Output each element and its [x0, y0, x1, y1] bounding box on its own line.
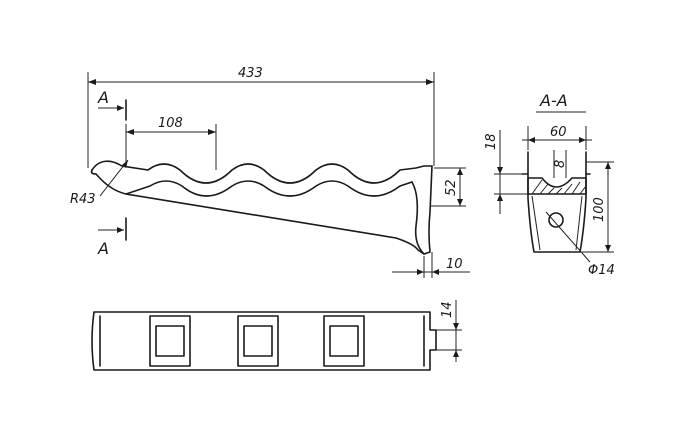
dim-end-height: 52	[430, 167, 466, 207]
dim-433-label: 433	[238, 66, 263, 81]
bracket-saddle-inner	[95, 173, 413, 197]
dim-end-offset: 10	[392, 252, 470, 278]
section-outline	[527, 151, 587, 253]
dim-60-label: 60	[550, 125, 567, 140]
dim-10-label: 10	[446, 257, 463, 272]
dim-100-label: 100	[592, 197, 607, 222]
plan-pocket-2	[237, 315, 279, 367]
dim-tab-width: 14	[436, 300, 462, 362]
bracket-end-foot	[411, 165, 433, 255]
section-view: Φ14	[521, 151, 615, 278]
plan-pocket-1	[149, 315, 191, 367]
plan-pocket-3	[323, 315, 365, 367]
section-cut-marks: A A	[97, 88, 127, 258]
cut-label-top: A	[97, 88, 109, 107]
dim-8-label: 8	[553, 160, 568, 168]
dim-phi14-label: Φ14	[588, 263, 615, 278]
section-hole	[548, 212, 564, 228]
dim-wall: 8	[553, 150, 568, 178]
plan-view	[91, 311, 437, 371]
dim-r43-label: R43	[70, 192, 96, 207]
dim-108-label: 108	[158, 116, 183, 131]
front-view	[90, 160, 433, 255]
section-hatching	[531, 179, 587, 195]
dim-18-label: 18	[484, 133, 499, 150]
dim-flange: 18	[484, 130, 528, 214]
dim-radius: R43	[70, 159, 129, 207]
plan-outline	[91, 311, 437, 371]
bracket-saddle-profile	[91, 160, 433, 184]
bracket-underside	[125, 193, 425, 255]
dim-pitch: 108	[125, 116, 217, 170]
dim-section-height: 100	[582, 161, 614, 253]
dim-overall-length: 433	[87, 66, 435, 168]
dim-14-label: 14	[440, 301, 455, 318]
bracket-left-end	[90, 169, 97, 175]
dim-section-width: 60	[522, 125, 592, 150]
section-title: A-A	[539, 91, 568, 110]
dim-52-label: 52	[444, 179, 459, 196]
cut-label-bottom: A	[97, 239, 109, 258]
